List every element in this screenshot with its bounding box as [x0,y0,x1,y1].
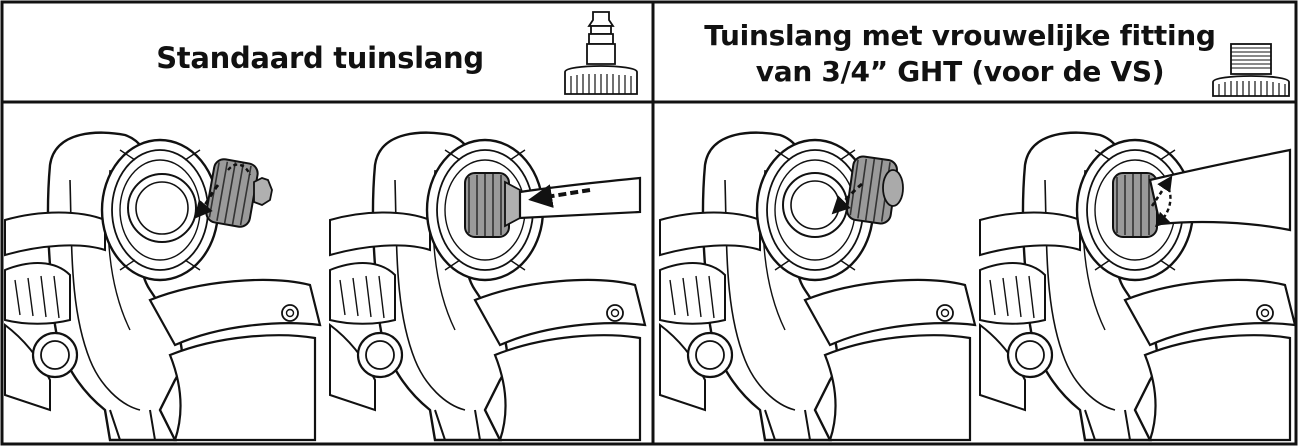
title-standard-hose: Standaard tuinslang [156,41,484,75]
threaded-female-fitting-icon [1212,43,1290,97]
title-line-1: Tuinslang met vrouwelijke fitting [704,19,1216,52]
step-push-hose [328,131,647,442]
step-screw-ght-hose [978,131,1297,442]
title-line-2: van 3/4” GHT (voor de VS) [755,55,1165,88]
hose-barb-connector-icon [564,11,638,95]
step-attach-connector [3,131,322,442]
title-female-fitting-hose: Tuinslang met vrouwelijke fitting van 3/… [680,18,1240,90]
step-attach-ght-connector [658,131,977,442]
